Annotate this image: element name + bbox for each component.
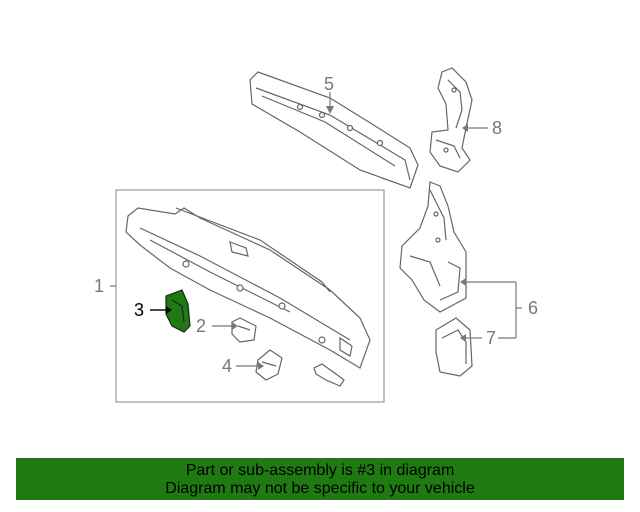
banner-line-1: Part or sub-assembly is #3 in diagram: [185, 462, 455, 479]
callout-6: 6: [528, 298, 538, 318]
parts-diagram: 1 2 3 4 5 6 7 8: [94, 67, 538, 403]
part-5-upper-rail: [249, 71, 419, 189]
callout-4: 4: [222, 356, 232, 376]
part-7-lower-bracket: [435, 317, 473, 377]
part-2-bracket: [231, 317, 257, 343]
banner-line-2: Diagram may not be specific to your vehi…: [165, 480, 475, 497]
callout-3[interactable]: 3: [134, 300, 144, 320]
callout-1: 1: [94, 276, 104, 296]
info-banner: Part or sub-assembly is #3 in diagram Di…: [16, 458, 624, 500]
callout-7: 7: [486, 328, 496, 348]
rear-body-panel: [125, 207, 371, 369]
part-4-bracket: [255, 349, 283, 381]
leader-lines: [110, 92, 522, 367]
arrowhead-3: [166, 306, 172, 314]
part-6-quarter-panel: [399, 181, 467, 313]
small-clip: [313, 363, 345, 387]
callout-5: 5: [324, 74, 334, 94]
callout-8: 8: [492, 118, 502, 138]
arrowheads: [232, 106, 468, 370]
callout-2: 2: [196, 316, 206, 336]
part-1-group-box: [115, 189, 385, 403]
part-8-bracket: [429, 67, 473, 173]
part-3-highlighted[interactable]: [165, 289, 191, 333]
